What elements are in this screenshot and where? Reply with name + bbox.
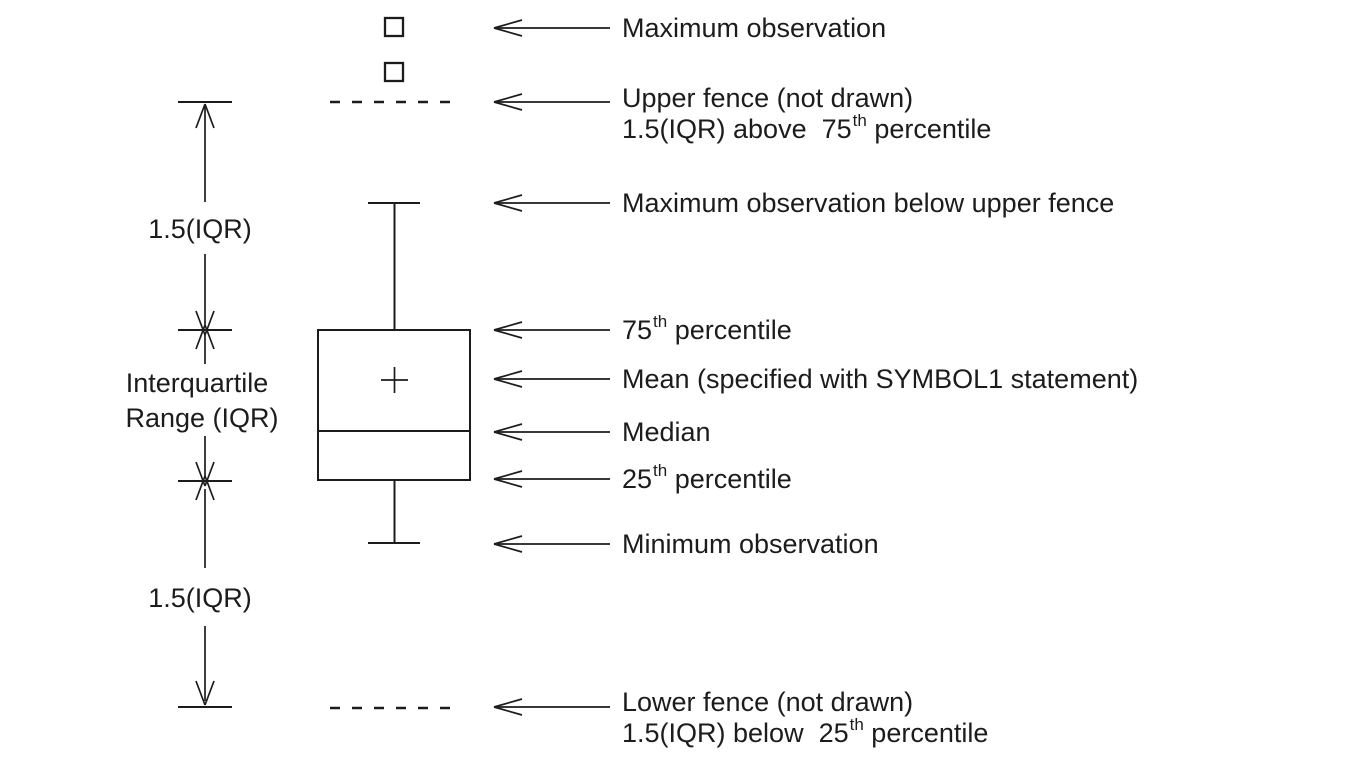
arrow-mean <box>493 370 610 388</box>
superscript-th: th <box>653 312 667 331</box>
arrow-upper-fence <box>493 93 610 111</box>
label-max-observation: Maximum observation <box>622 13 886 43</box>
arrowhead-left-icon <box>493 423 523 441</box>
arrowhead-left-icon <box>493 370 523 388</box>
label-upper-15iqr: 1.5(IQR) <box>148 214 252 244</box>
arrow-75th-percentile <box>493 321 610 339</box>
arrowhead-up-icon <box>195 475 215 501</box>
arrow-median <box>493 423 610 441</box>
label-text: 1.5(IQR) below 25 <box>622 718 849 748</box>
arrowhead-left-icon <box>493 194 523 212</box>
label-upper-fence-line1: Upper fence (not drawn) <box>622 83 913 113</box>
label-min-observation: Minimum observation <box>622 529 879 559</box>
arrow-25th-percentile <box>493 470 610 488</box>
superscript-th: th <box>853 111 867 130</box>
arrowhead-left-icon <box>493 698 523 716</box>
label-75th-percentile: 75th percentile <box>622 312 792 346</box>
arrowhead-left-icon <box>493 535 523 553</box>
label-text: percentile <box>667 315 792 345</box>
label-max-below-fence: Maximum observation below upper fence <box>622 188 1114 218</box>
label-25th-percentile: 25th percentile <box>622 461 792 495</box>
arrowhead-up-icon <box>195 103 215 129</box>
arrowhead-left-icon <box>493 19 523 37</box>
boxplot-glyph <box>317 16 471 710</box>
arrow-max-observation <box>493 19 610 37</box>
superscript-th: th <box>850 715 864 734</box>
arrow-lower-fence <box>493 698 610 716</box>
arrowhead-left-icon <box>493 321 523 339</box>
label-iqr-line2: Range (IQR) <box>125 403 278 433</box>
label-lower-fence-line1: Lower fence (not drawn) <box>622 687 913 717</box>
iqr-box <box>317 329 471 481</box>
label-text: percentile <box>667 464 792 494</box>
dimension-column: 1.5(IQR) Interquartile Range (IQR) 1.5(I… <box>125 101 279 708</box>
label-text: 75 <box>622 315 652 345</box>
arrowhead-up-icon <box>195 324 215 350</box>
outlier-square-icon <box>383 16 405 38</box>
label-lower-15iqr: 1.5(IQR) <box>148 583 252 613</box>
outlier-square-icon <box>383 61 405 83</box>
label-text: 25 <box>622 464 652 494</box>
annotation-arrows <box>493 19 610 716</box>
arrowhead-down-icon <box>195 680 215 706</box>
label-iqr-line1: Interquartile <box>126 368 269 398</box>
label-text: percentile <box>864 718 989 748</box>
label-mean: Mean (specified with SYMBOL1 statement) <box>622 364 1138 394</box>
arrow-min-observation <box>493 535 610 553</box>
label-lower-fence-line2: 1.5(IQR) below 25th percentile <box>622 715 988 749</box>
annotation-labels: Maximum observation Upper fence (not dra… <box>622 13 1138 748</box>
mean-plus-icon <box>381 367 408 393</box>
label-text: 1.5(IQR) above 75 <box>622 114 852 144</box>
label-upper-fence-line2: 1.5(IQR) above 75th percentile <box>622 111 991 145</box>
superscript-th: th <box>653 461 667 480</box>
label-median: Median <box>622 417 711 447</box>
arrow-max-below-fence <box>493 194 610 212</box>
arrowhead-left-icon <box>493 93 523 111</box>
arrowhead-left-icon <box>493 470 523 488</box>
label-text: percentile <box>867 114 992 144</box>
